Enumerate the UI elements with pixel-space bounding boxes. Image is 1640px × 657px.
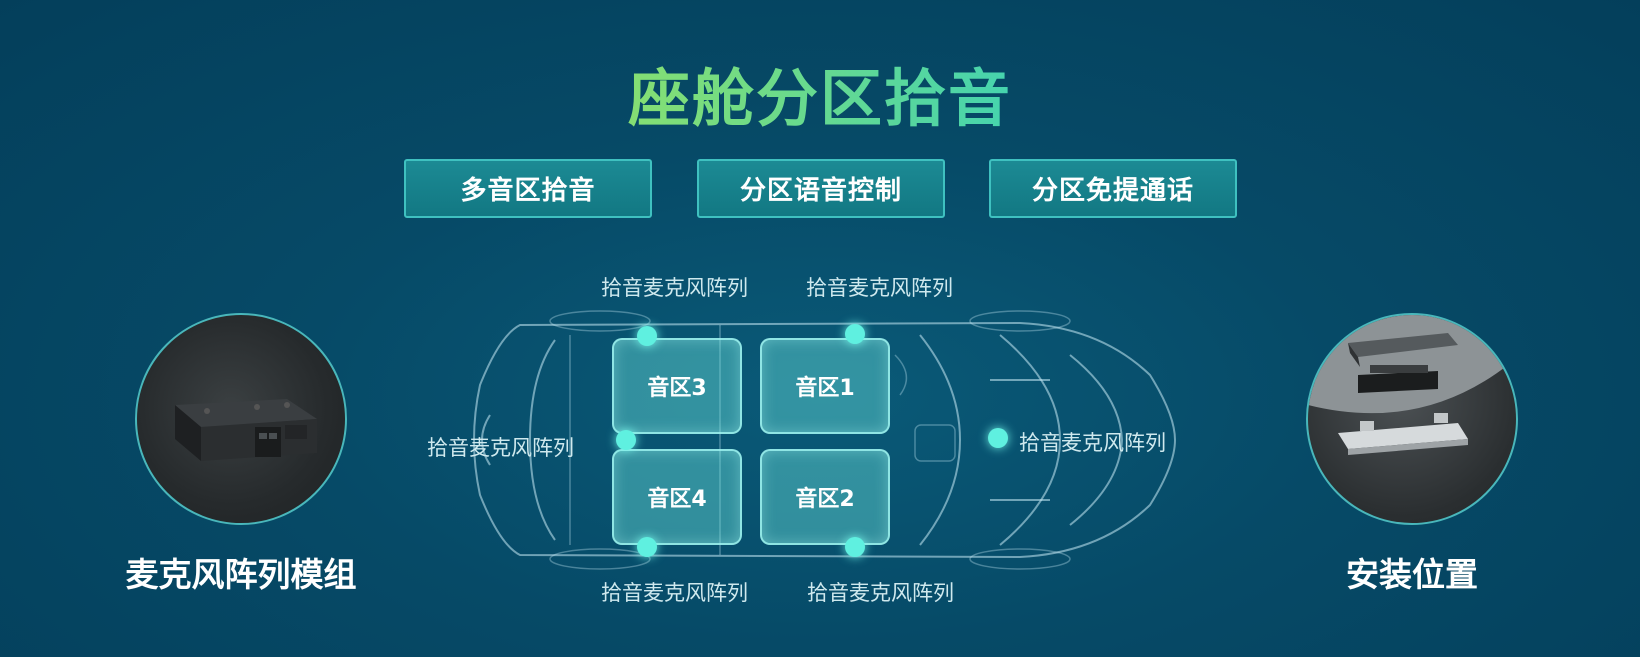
mic-dot-bottom-left <box>637 537 657 557</box>
tab-multi-zone-pickup[interactable]: 多音区拾音 <box>404 159 652 218</box>
install-position-caption: 安装位置 <box>1346 555 1478 594</box>
mic-label-bottom-right: 拾音麦克风阵列 <box>807 581 954 605</box>
mic-label-top-left: 拾音麦克风阵列 <box>601 276 748 300</box>
zone-1: 音区1 <box>760 338 890 434</box>
installation-position-icon <box>1308 315 1516 455</box>
mic-label-mid-left: 拾音麦克风阵列 <box>427 436 574 460</box>
mic-module-caption: 麦克风阵列模组 <box>125 555 357 594</box>
zone-2: 音区2 <box>760 449 890 545</box>
zone-4: 音区4 <box>612 449 742 545</box>
page-title: 座舱分区拾音 <box>0 48 1640 138</box>
mic-dot-mid-left <box>616 430 636 450</box>
zone-3: 音区3 <box>612 338 742 434</box>
mic-dot-top-left <box>637 326 657 346</box>
microphone-module-icon <box>175 399 317 461</box>
car-wireframe-icon <box>473 310 1177 570</box>
mic-dot-mid-right <box>988 428 1008 448</box>
install-position-image <box>1306 313 1518 525</box>
mic-label-bottom-left: 拾音麦克风阵列 <box>601 581 748 605</box>
tab-zone-handsfree-call[interactable]: 分区免提通话 <box>989 159 1237 218</box>
mic-dot-bottom-right <box>845 537 865 557</box>
mic-module-image <box>135 313 347 525</box>
tab-zone-voice-control[interactable]: 分区语音控制 <box>697 159 945 218</box>
mic-dot-top-right <box>845 324 865 344</box>
mic-label-top-right: 拾音麦克风阵列 <box>806 276 953 300</box>
mic-label-mid-right: 拾音麦克风阵列 <box>1019 431 1166 455</box>
